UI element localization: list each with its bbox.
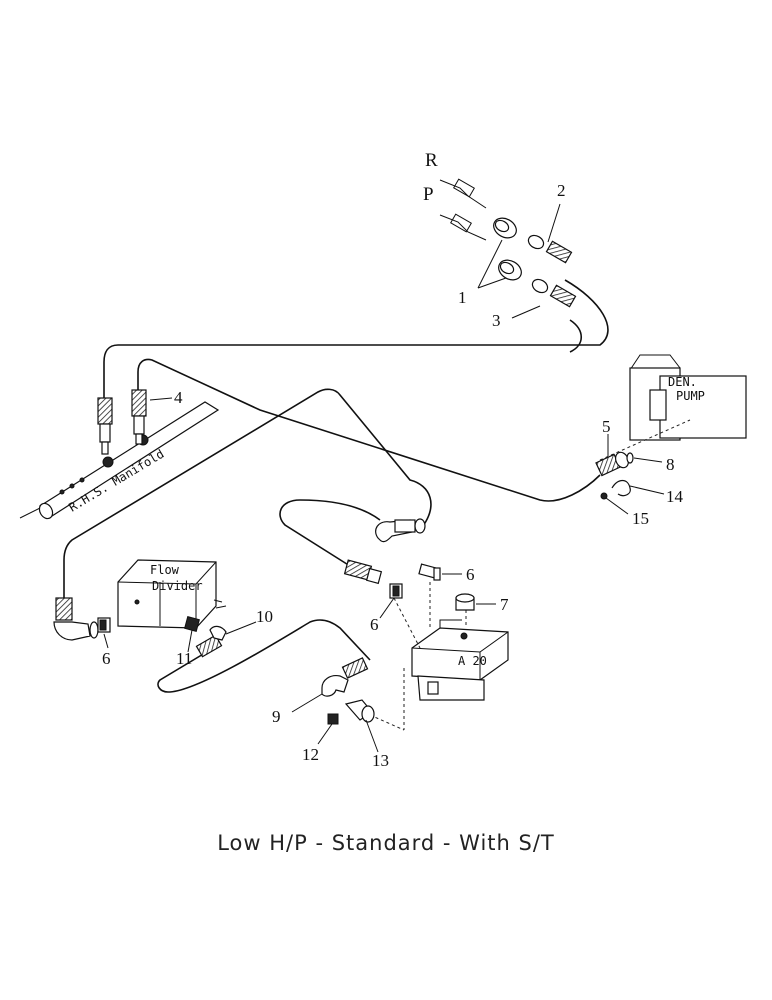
part-6-fitting-a <box>418 563 441 581</box>
diagram-caption: Low H/P - Standard - With S/T <box>217 831 555 855</box>
leader-lines <box>103 203 665 753</box>
part-6-fitting-c <box>97 617 111 633</box>
callout-8: 8 <box>666 455 675 474</box>
part-3-fitting <box>531 278 577 308</box>
part-7-cap <box>455 593 475 611</box>
callout-9: 9 <box>272 707 281 726</box>
callout-10: 10 <box>256 607 273 626</box>
callout-6c: 6 <box>102 649 111 668</box>
flow-divider: Flow Divider <box>117 559 227 629</box>
part-4-fittings <box>97 389 147 455</box>
middle-straight-fitting <box>343 559 383 585</box>
callout-3: 3 <box>492 311 501 330</box>
rp-ghost-fittings <box>439 178 487 241</box>
callout-6b: 6 <box>370 615 379 634</box>
callout-5: 5 <box>602 417 611 436</box>
part-2-fitting <box>527 234 573 264</box>
part-13-elbow <box>344 699 375 723</box>
pump-label-line1: DEN. <box>668 375 697 389</box>
callout-2: 2 <box>557 181 566 200</box>
part-14-clamp <box>611 479 631 497</box>
callout-4: 4 <box>174 388 183 407</box>
callout-labels: R P 1 2 3 4 5 8 14 15 6 7 6 6 11 10 9 12… <box>102 150 684 770</box>
callout-6a: 6 <box>466 565 475 584</box>
flow-divider-label-line2: Divider <box>152 579 203 593</box>
part-9-elbow <box>321 657 369 697</box>
callout-1: 1 <box>458 288 467 307</box>
part-11-fitting <box>184 616 200 632</box>
hose-lines <box>63 279 609 693</box>
callout-13: 13 <box>372 751 389 770</box>
callout-7: 7 <box>500 595 509 614</box>
valve-label: A 20 <box>458 654 487 668</box>
rhs-manifold: R.H.S. Manifold <box>19 401 220 520</box>
callout-12: 12 <box>302 745 319 764</box>
flow-divider-label-line1: Flow <box>150 563 180 577</box>
part-10-hose-end <box>195 625 227 658</box>
pump-label-line2: PUMP <box>676 389 705 403</box>
upper-elbow-fitting <box>375 518 426 543</box>
port-p-label: P <box>423 184 434 205</box>
valve-block-a20: A 20 <box>369 582 509 731</box>
part-6-fitting-b <box>389 583 403 599</box>
part-15-bolt <box>600 492 608 500</box>
den-pump: DEN. PUMP <box>599 354 747 461</box>
part-1-couplers <box>493 217 522 281</box>
port-r-label: R <box>425 150 438 171</box>
part-5-fitting <box>595 451 634 477</box>
callout-15: 15 <box>632 509 649 528</box>
lower-left-elbow <box>53 597 99 641</box>
callout-11: 11 <box>176 649 192 668</box>
callout-14: 14 <box>666 487 684 506</box>
part-12-plug <box>327 713 339 725</box>
